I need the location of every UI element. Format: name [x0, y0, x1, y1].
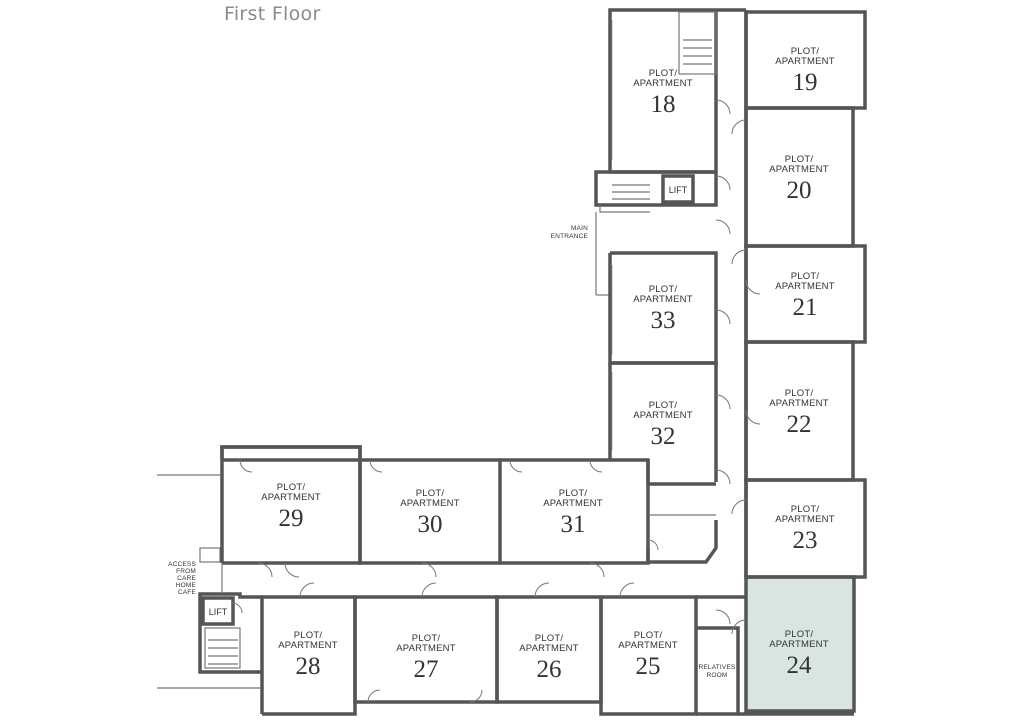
plot-20-number: 20: [787, 177, 812, 204]
stairs: [208, 39, 712, 665]
plot-31-label-line-2: APARTMENT: [543, 498, 603, 509]
plot-27-label-line-1: PLOT/: [412, 633, 441, 644]
plot-19-label-line-1: PLOT/: [791, 46, 820, 57]
plot-21[interactable]: PLOT/APARTMENT 21: [775, 271, 835, 321]
plot-18-label-line-2: APARTMENT: [633, 78, 693, 89]
relatives-room-label-line-1: RELATIVES: [698, 664, 736, 671]
plot-33[interactable]: PLOT/APARTMENT 33: [633, 284, 693, 334]
plot-22-label-line-1: PLOT/: [785, 388, 814, 399]
plot-32-label-line-2: APARTMENT: [633, 410, 693, 421]
plot-24-number: 24: [787, 652, 813, 679]
plot-32-label-line-1: PLOT/: [649, 400, 678, 411]
plot-20-label-line-1: PLOT/: [785, 154, 814, 165]
plot-30-number: 30: [418, 511, 443, 538]
plot-26-label-line-2: APARTMENT: [519, 643, 579, 654]
plot-23[interactable]: PLOT/APARTMENT 23: [775, 504, 835, 554]
main-entrance-label-line-1: MAIN: [571, 225, 588, 232]
other-labels: LIFT LIFT MAIN ENTRANCE ACCESS FROM CARE…: [168, 185, 736, 679]
plot-24[interactable]: PLOT/APARTMENT 24: [769, 629, 829, 679]
plot-18[interactable]: PLOT/APARTMENT 18: [633, 68, 693, 118]
lift-top-label: LIFT: [669, 185, 688, 195]
plot-19-label-line-2: APARTMENT: [775, 56, 835, 67]
main-entrance-label-line-2: ENTRANCE: [551, 233, 589, 240]
plot-33-label-line-2: APARTMENT: [633, 294, 693, 305]
plot-25[interactable]: PLOT/APARTMENT 25: [618, 630, 678, 680]
plot-25-label-line-1: PLOT/: [634, 630, 663, 641]
plot-30-label-line-1: PLOT/: [416, 488, 445, 499]
plot-20[interactable]: PLOT/APARTMENT 20: [769, 154, 829, 204]
plot-32-number: 32: [651, 423, 676, 450]
plot-26-number: 26: [537, 656, 562, 683]
plot-31-label-line-1: PLOT/: [559, 488, 588, 499]
doors: [231, 99, 761, 703]
plot-28-label-line-2: APARTMENT: [278, 640, 338, 651]
access-cafe-label-line-5: CAFE: [178, 589, 197, 596]
plot-18-label-line-1: PLOT/: [649, 68, 678, 79]
plot-20-label-line-2: APARTMENT: [769, 164, 829, 175]
plot-31[interactable]: PLOT/APARTMENT 31: [543, 488, 603, 538]
plot-21-label-line-2: APARTMENT: [775, 281, 835, 292]
plot-32[interactable]: PLOT/APARTMENT 32: [633, 400, 693, 450]
plot-27-number: 27: [414, 656, 439, 683]
plot-26[interactable]: PLOT/APARTMENT 26: [519, 633, 579, 683]
plot-28-number: 28: [296, 653, 321, 680]
plot-28-label-line-1: PLOT/: [294, 630, 323, 641]
plot-30[interactable]: PLOT/APARTMENT 30: [400, 488, 460, 538]
access-cafe-label-line-4: HOME: [176, 582, 197, 589]
plot-21-number: 21: [793, 294, 818, 321]
plot-23-label-line-2: APARTMENT: [775, 514, 835, 525]
plot-27-label-line-2: APARTMENT: [396, 643, 456, 654]
plot-25-number: 25: [636, 653, 661, 680]
plot-21-label-line-1: PLOT/: [791, 271, 820, 282]
plot-18-number: 18: [651, 91, 676, 118]
plot-22-label-line-2: APARTMENT: [769, 398, 829, 409]
plot-22[interactable]: PLOT/APARTMENT 22: [769, 388, 829, 438]
access-cafe-label-line-1: ACCESS: [168, 561, 196, 568]
plot-25-label-line-2: APARTMENT: [618, 640, 678, 651]
site-lines: [157, 253, 610, 689]
plot-29[interactable]: PLOT/APARTMENT 29: [261, 482, 321, 532]
plot-29-number: 29: [279, 505, 304, 532]
plot-19[interactable]: PLOT/APARTMENT 19: [775, 46, 835, 96]
plot-30-label-line-2: APARTMENT: [400, 498, 460, 509]
plot-33-label-line-1: PLOT/: [649, 284, 678, 295]
plot-23-number: 23: [793, 527, 818, 554]
plot-labels: PLOT/APARTMENT18PLOT/APARTMENT19PLOT/APA…: [261, 46, 835, 683]
plot-24-label-line-2: APARTMENT: [769, 639, 829, 650]
access-cafe-label-line-3: CARE: [177, 575, 196, 582]
plot-31-number: 31: [561, 511, 586, 538]
plot-22-number: 22: [787, 411, 812, 438]
plot-24-label-line-1: PLOT/: [785, 629, 814, 640]
relatives-room-label-line-2: ROOM: [706, 672, 727, 679]
access-cafe-label-line-2: FROM: [176, 568, 196, 575]
floor-title: First Floor: [224, 3, 321, 25]
plot-29-label-line-2: APARTMENT: [261, 492, 321, 503]
plot-27[interactable]: PLOT/APARTMENT 27: [396, 633, 456, 683]
plot-19-number: 19: [793, 69, 818, 96]
walls: [198, 8, 867, 716]
plot-24-highlight: [746, 577, 854, 711]
plot-26-label-line-1: PLOT/: [535, 633, 564, 644]
lift-bottom-label: LIFT: [209, 607, 228, 617]
plot-29-label-line-1: PLOT/: [277, 482, 306, 493]
plot-23-label-line-1: PLOT/: [791, 504, 820, 515]
plot-28[interactable]: PLOT/APARTMENT 28: [278, 630, 338, 680]
plot-33-number: 33: [651, 307, 676, 334]
